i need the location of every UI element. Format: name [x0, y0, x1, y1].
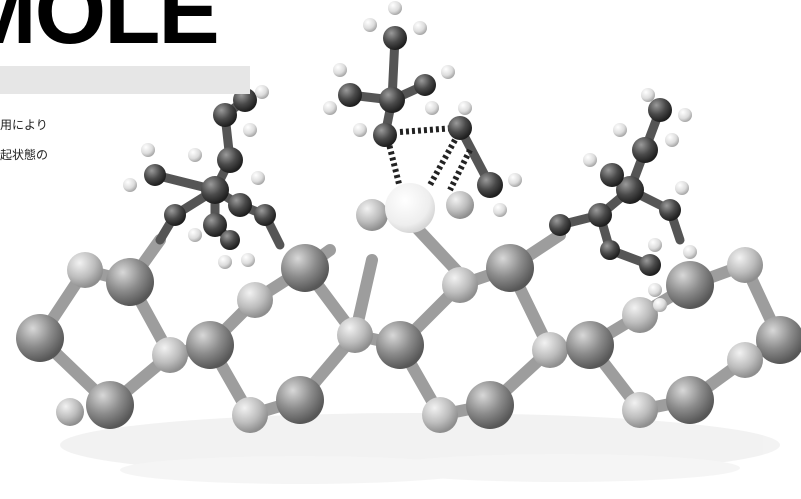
central-molecule: [323, 1, 522, 233]
banner-bar: [0, 66, 250, 94]
right-molecule: [549, 88, 697, 312]
substrate-bonds: [34, 204, 786, 421]
caption-line-2: 起状態の: [0, 148, 49, 162]
substrate-atoms: [16, 191, 801, 433]
banner-title: MOLE: [0, 0, 220, 63]
surface-reflection: [60, 413, 780, 484]
caption-line-1: 用により: [0, 118, 48, 132]
left-molecule: [123, 71, 285, 269]
